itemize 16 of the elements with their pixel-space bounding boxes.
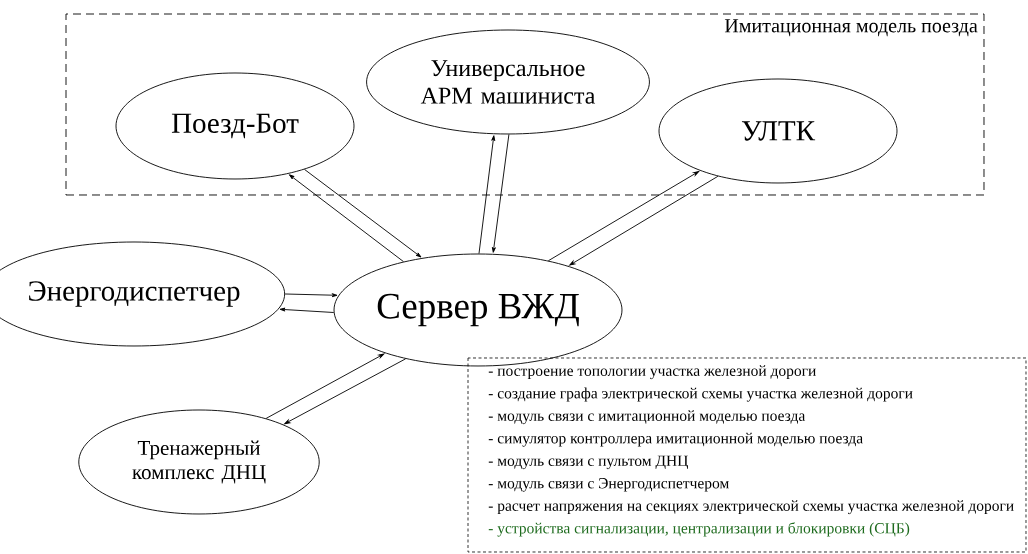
ellipse-node: УЛТК [658, 78, 898, 184]
arrow [284, 293, 338, 298]
arrow [265, 353, 385, 419]
arrow [491, 134, 510, 253]
arrow [279, 307, 335, 313]
arrow [304, 169, 422, 258]
arrow [284, 358, 407, 425]
ellipse-node: Универсальное АРМ машиниста [366, 29, 650, 135]
arrow [547, 171, 700, 262]
function-list-box: - построение топологии участка железной дороги - создание графа электрической схемы участка железной дороги - модуль связи с имитационной моделью поезда - симулятор контроллера имитационной моделью поезда - модуль связи с пультом ДНЦ - модуль связи с Энергодиспетчером - расчет напряжения на секциях электрической схемы участка железной дороги - устройства сигнализации, централизации и блокировки (СЦБ) [467, 357, 1027, 553]
arrow [288, 174, 404, 263]
ellipse-node: Сервер ВЖД [333, 253, 623, 367]
arrow [569, 175, 719, 266]
ellipse-node: Поезд-Бот [115, 72, 355, 180]
arrow [478, 135, 496, 254]
ellipse-node: Тренажерный комплекс ДНЦ [78, 409, 320, 515]
